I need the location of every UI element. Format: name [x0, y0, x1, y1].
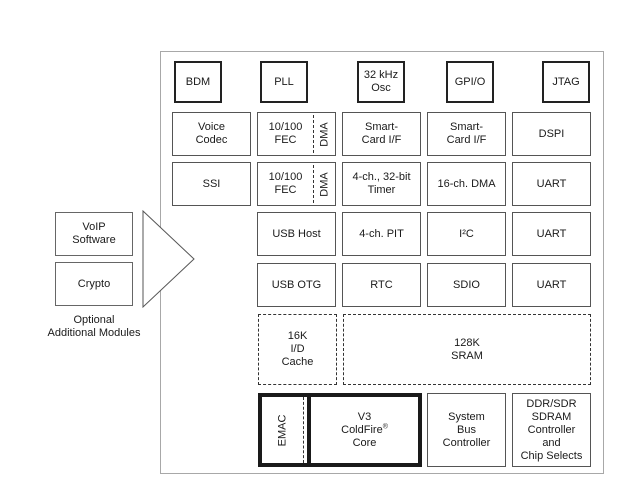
- fec2-divider: [313, 165, 314, 203]
- bdm-block: BDM: [174, 61, 222, 103]
- uart3-block: UART: [512, 263, 591, 307]
- usb-otg-label: USB OTG: [271, 278, 322, 291]
- voice-codec-label: Voice Codec: [195, 121, 228, 146]
- uart1-block: UART: [512, 162, 591, 206]
- sram-block: 128K SRAM: [343, 314, 591, 385]
- fec2-block: 10/100 FEC DMA: [257, 162, 336, 206]
- gpio-label: GPI/O: [454, 75, 486, 88]
- uart2-block: UART: [512, 212, 591, 256]
- smartcard1-label: Smart- Card I/F: [361, 121, 402, 146]
- emac-divider: [303, 397, 304, 463]
- rtc-label: RTC: [370, 278, 393, 291]
- fec2-label: 10/100 FEC: [268, 171, 303, 196]
- pll-label: PLL: [274, 75, 294, 88]
- crypto-module: Crypto: [55, 262, 133, 306]
- optional-modules-caption: Optional Additional Modules: [47, 314, 141, 339]
- dspi-label: DSPI: [538, 127, 565, 140]
- gpio-block: GPI/O: [446, 61, 494, 103]
- fec1-divider: [313, 115, 314, 153]
- core-label-line1: V3: [357, 410, 372, 423]
- rtc-block: RTC: [342, 263, 421, 307]
- usb-host-label: USB Host: [272, 227, 321, 240]
- core-divider: [307, 393, 311, 467]
- fec2-dma-label: DMA: [318, 171, 331, 197]
- core-label-line2: ColdFire: [341, 423, 383, 436]
- sram-label: 128K SRAM: [451, 336, 483, 362]
- smartcard2-block: Smart- Card I/F: [427, 112, 506, 156]
- sdram-controller-label: DDR/SDR SDRAM Controller and Chip Select…: [520, 397, 583, 462]
- jtag-label: JTAG: [552, 75, 580, 88]
- uart1-label: UART: [536, 177, 567, 190]
- connection-arrow-icon: [142, 209, 195, 309]
- core-label: V3 ColdFire® Core: [311, 397, 418, 463]
- timer-block: 4-ch., 32-bit Timer: [342, 162, 421, 206]
- emac-label: EMAC: [276, 414, 288, 446]
- coldfire-core-block: EMAC V3 ColdFire® Core: [258, 393, 422, 467]
- i2c-block: I²C: [427, 212, 506, 256]
- voip-label: VoIP Software: [72, 221, 116, 246]
- pll-block: PLL: [260, 61, 308, 103]
- core-label-line3: Core: [352, 436, 377, 449]
- i2c-label: I²C: [459, 227, 474, 240]
- system-bus-label: System Bus Controller: [442, 410, 491, 449]
- smartcard2-label: Smart- Card I/F: [446, 121, 487, 146]
- fec1-dma-label: DMA: [318, 121, 331, 147]
- timer-label: 4-ch., 32-bit Timer: [352, 171, 411, 196]
- uart2-label: UART: [536, 227, 567, 240]
- jtag-block: JTAG: [542, 61, 590, 103]
- smartcard1-block: Smart- Card I/F: [342, 112, 421, 156]
- osc-block: 32 kHz Osc: [357, 61, 405, 103]
- fec1-label: 10/100 FEC: [268, 121, 303, 146]
- sdio-block: SDIO: [427, 263, 506, 307]
- usb-host-block: USB Host: [257, 212, 336, 256]
- ssi-label: SSI: [202, 177, 221, 190]
- pit-label: 4-ch. PIT: [359, 227, 404, 240]
- ssi-block: SSI: [172, 162, 251, 206]
- pit-block: 4-ch. PIT: [342, 212, 421, 256]
- cache-block: 16K I/D Cache: [258, 314, 337, 385]
- system-bus-block: System Bus Controller: [427, 393, 506, 467]
- voip-module: VoIP Software: [55, 212, 133, 256]
- trademark-symbol: ®: [382, 422, 388, 430]
- bdm-label: BDM: [185, 75, 211, 88]
- cache-label: 16K I/D Cache: [281, 330, 314, 368]
- uart3-label: UART: [536, 278, 567, 291]
- osc-label: 32 kHz Osc: [363, 69, 399, 94]
- fec1-block: 10/100 FEC DMA: [257, 112, 336, 156]
- crypto-label: Crypto: [77, 277, 111, 290]
- usb-otg-block: USB OTG: [257, 263, 336, 307]
- dma-label: 16-ch. DMA: [437, 177, 496, 190]
- dspi-block: DSPI: [512, 112, 591, 156]
- dma-block: 16-ch. DMA: [427, 162, 506, 206]
- voice-codec-block: Voice Codec: [172, 112, 251, 156]
- sdram-controller-block: DDR/SDR SDRAM Controller and Chip Select…: [512, 393, 591, 467]
- sdio-label: SDIO: [453, 278, 480, 291]
